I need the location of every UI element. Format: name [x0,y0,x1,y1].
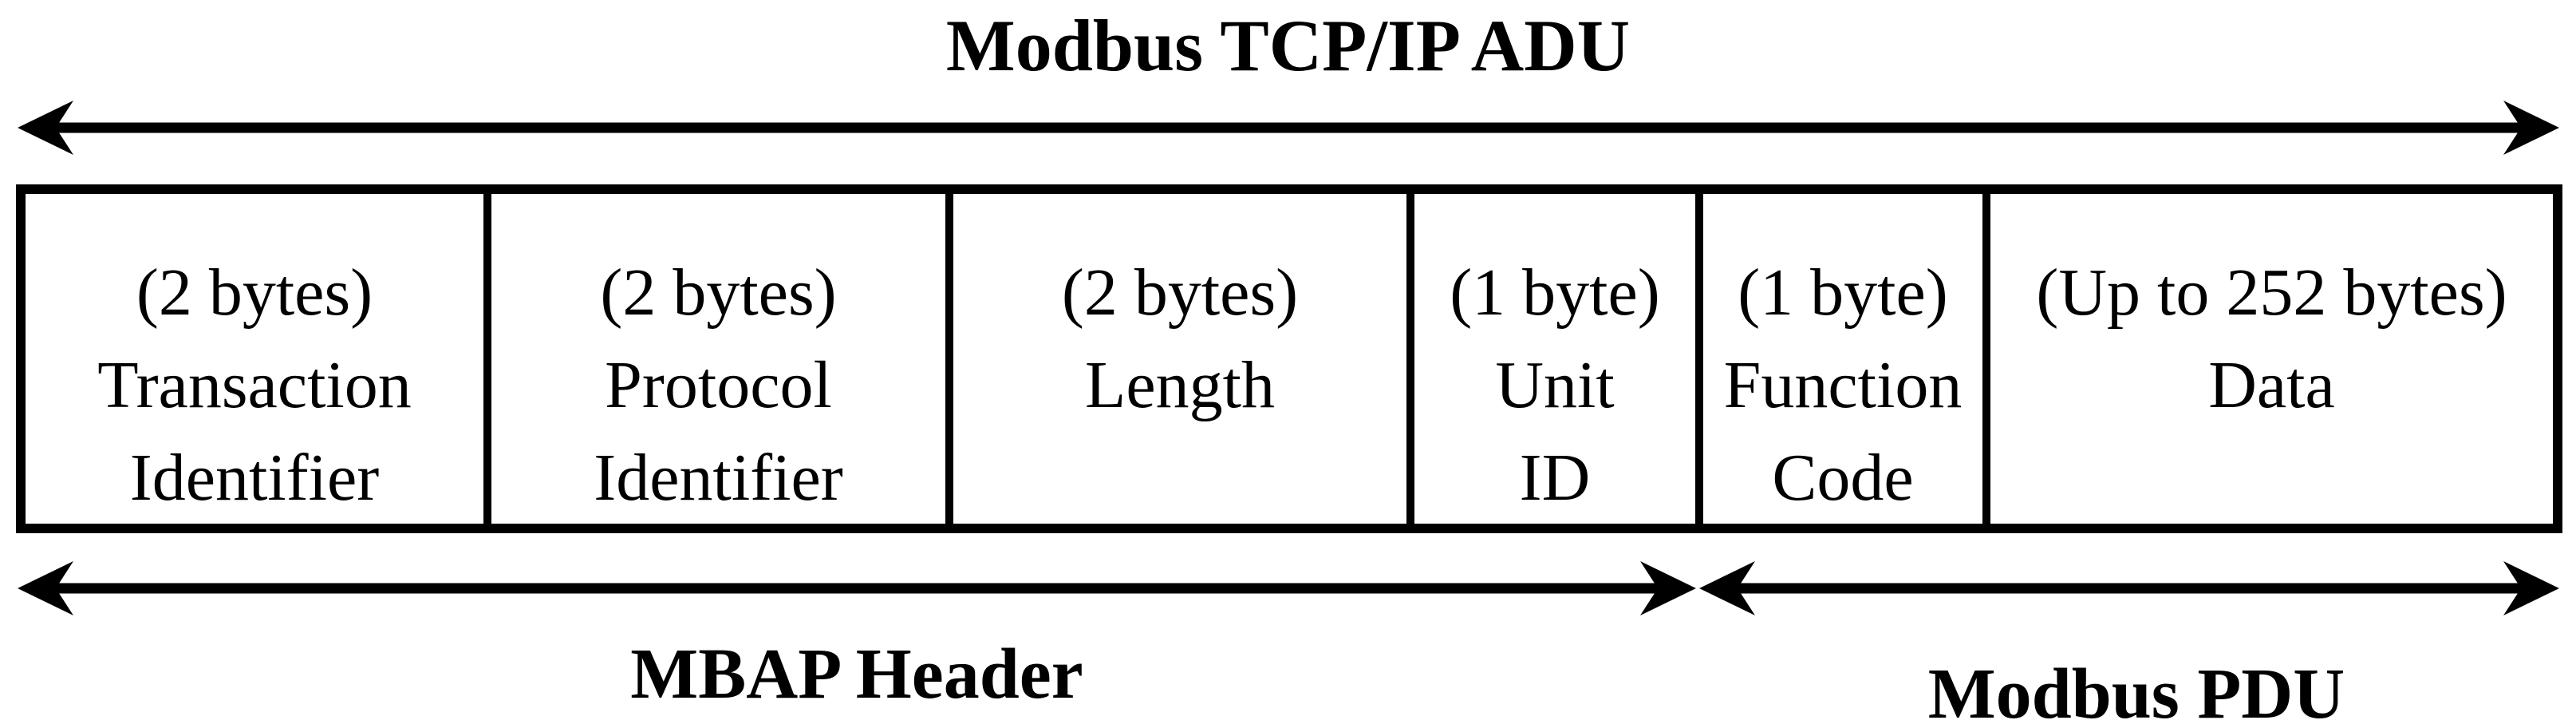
field-size-label: (2 bytes) [1061,255,1299,330]
field-name-line: Length [1085,348,1275,422]
mbap-header-label: MBAP Header [630,635,1083,714]
arrowhead-left-icon [1699,561,1755,615]
field-name-line: Code [1772,441,1914,515]
diagram-title: Modbus TCP/IP ADU [945,5,1631,86]
field-name-line: Data [2208,348,2335,422]
arrowhead-left-icon [18,101,73,155]
frame-table: (2 bytes) Transaction Identifier (2 byte… [16,184,2562,533]
field-cell-unit-id: (1 byte) Unit ID [1414,194,1703,524]
mbap-extent-arrow [18,561,1696,615]
adu-extent-arrow [18,101,2559,155]
field-name-line: Identifier [594,441,843,515]
pdu-extent-arrow [1699,561,2559,615]
field-name-line: Identifier [129,441,380,515]
field-size-label: (2 bytes) [600,255,837,330]
field-name-line: Unit [1495,348,1615,422]
arrowhead-right-icon [1640,561,1696,615]
field-name-line: Function [1723,348,1963,422]
field-size-label: (Up to 252 bytes) [2036,255,2507,330]
field-name-line: Transaction [97,348,412,422]
arrowhead-right-icon [2503,101,2559,155]
field-name-line: Protocol [605,348,832,422]
modbus-pdu-label: Modbus PDU [1927,655,2345,728]
arrowhead-right-icon [2503,561,2559,615]
field-cell-length: (2 bytes) Length [953,194,1414,524]
field-size-label: (1 byte) [1738,255,1948,330]
field-cell-transaction-identifier: (2 bytes) Transaction Identifier [26,194,491,524]
field-size-label: (2 bytes) [136,255,373,330]
arrowhead-left-icon [18,561,73,615]
field-cell-function-code: (1 byte) Function Code [1703,194,1990,524]
field-size-label: (1 byte) [1450,255,1660,330]
field-name-line: ID [1519,441,1591,515]
field-cell-protocol-identifier: (2 bytes) Protocol Identifier [491,194,953,524]
field-cell-data: (Up to 252 bytes) Data [1990,194,2553,524]
